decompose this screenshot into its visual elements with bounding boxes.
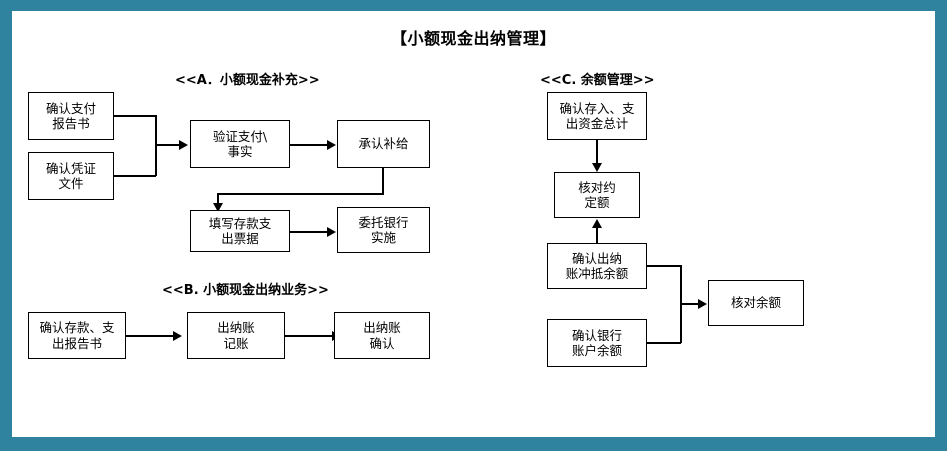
node-cashbook-confirm: 出纳账 确认 — [334, 312, 430, 359]
node-confirm-voucher-file: 确认凭证 文件 — [28, 152, 114, 200]
arrowhead-to-verify-payment — [179, 140, 188, 150]
section-heading-a: <<A．小额现金补充>> — [175, 73, 320, 88]
arrowhead-to-check-balance — [698, 299, 707, 309]
connector-b1-to-b2 — [126, 335, 174, 337]
arrowhead-to-check-quota — [592, 163, 602, 172]
frame-border-bottom — [0, 437, 947, 451]
connector-fill-to-bank — [290, 231, 328, 233]
arrowhead-to-fill-deposit-slip — [213, 203, 223, 212]
frame-border-left — [0, 0, 12, 451]
connector-a-merge-to-verify — [155, 144, 181, 146]
connector-approve-to-fill-down — [217, 193, 219, 205]
node-confirm-bank-balance: 确认银行 账户余额 — [547, 319, 647, 367]
node-confirm-payment-report: 确认支付 报告书 — [28, 92, 114, 140]
section-heading-b: <<B. 小额现金出纳业务>> — [162, 283, 329, 298]
connector-c3-to-c2 — [596, 226, 598, 245]
connector-c3-stub — [647, 265, 681, 267]
connector-c4-stub — [647, 342, 681, 344]
diagram-canvas: 【小额现金出纳管理】 <<A．小额现金补充>> 确认支付 报告书 确认凭证 文件… — [12, 11, 935, 437]
connector-a-bottom-stub — [114, 175, 156, 177]
node-confirm-cashbook-balance: 确认出纳 账冲抵余额 — [547, 243, 647, 289]
connector-b2-to-b3 — [285, 335, 333, 337]
node-entrust-bank: 委托银行 实施 — [337, 207, 430, 253]
node-confirm-deposit-report: 确认存款、支 出报告书 — [28, 312, 126, 359]
frame-border-top — [0, 0, 947, 11]
node-check-quota: 核对约 定额 — [554, 172, 640, 218]
connector-c1-to-c2 — [596, 140, 598, 168]
node-cashbook-entry: 出纳账 记账 — [187, 312, 285, 359]
node-verify-payment-fact: 验证支付\ 事实 — [190, 120, 290, 168]
arrowhead-up-to-check-quota — [592, 219, 602, 228]
connector-approve-down — [382, 168, 384, 194]
section-heading-c: <<C. 余额管理>> — [540, 73, 655, 88]
node-fill-deposit-slip: 填写存款支 出票据 — [190, 210, 290, 252]
node-approve-replenish: 承认补给 — [337, 120, 430, 168]
connector-approve-left — [217, 193, 384, 195]
node-check-balance: 核对余额 — [708, 280, 804, 326]
frame-border-right — [935, 0, 947, 451]
arrowhead-to-approve-replenish — [327, 140, 336, 150]
arrowhead-to-cashbook-entry — [173, 331, 182, 341]
node-confirm-total-funds: 确认存入、支 出资金总计 — [547, 92, 647, 140]
connector-c-merge-to-check-balance — [680, 303, 700, 305]
connector-verify-to-approve — [290, 144, 328, 146]
diagram-title: 【小额现金出纳管理】 — [390, 29, 556, 48]
connector-a-top-stub — [114, 115, 156, 117]
arrowhead-to-entrust-bank — [327, 227, 336, 237]
